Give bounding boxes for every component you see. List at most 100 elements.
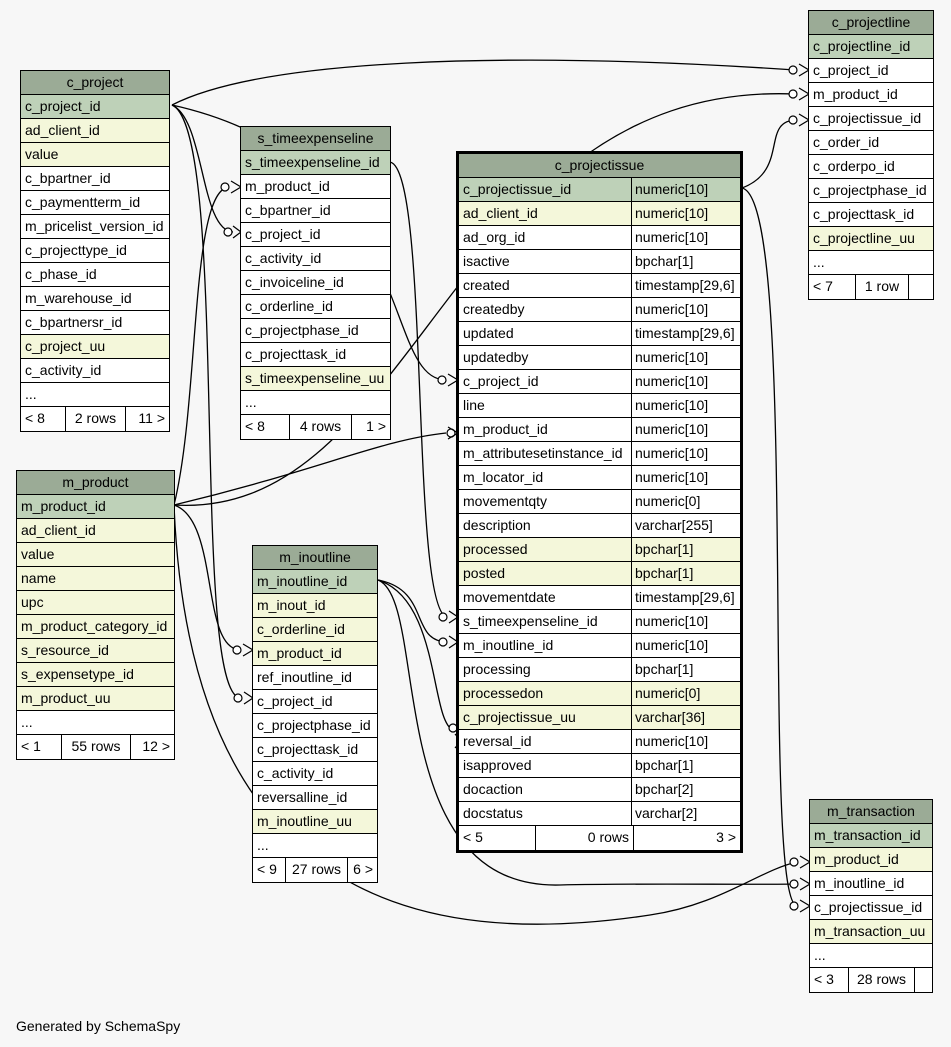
column-row[interactable]: c_activity_id: [241, 247, 390, 271]
column-row[interactable]: c_order_id: [809, 131, 933, 155]
column-row[interactable]: c_projecttype_id: [21, 239, 169, 263]
column-row[interactable]: value: [17, 543, 174, 567]
column-row[interactable]: ...: [253, 834, 377, 858]
column-row[interactable]: c_projectphase_id: [253, 714, 377, 738]
column-row[interactable]: m_product_id: [810, 848, 932, 872]
column-row[interactable]: m_inoutline_id: [810, 872, 932, 896]
parents-count[interactable]: < 8: [245, 418, 265, 434]
children-count[interactable]: 3 >: [633, 826, 740, 850]
children-count[interactable]: 11 >: [125, 407, 169, 431]
column-row[interactable]: c_orderline_id: [253, 618, 377, 642]
column-row[interactable]: ...: [810, 944, 932, 968]
column-row[interactable]: m_inoutline_id: [253, 570, 377, 594]
children-count[interactable]: 12 >: [130, 735, 174, 759]
column-row[interactable]: s_resource_id: [17, 639, 174, 663]
parents-count[interactable]: < 3: [814, 971, 834, 987]
column-row[interactable]: c_projecttask_id: [241, 343, 390, 367]
children-count[interactable]: [914, 968, 932, 992]
column-row[interactable]: c_bpartner_id: [241, 199, 390, 223]
column-row[interactable]: m_inoutline_uu: [253, 810, 377, 834]
column-row[interactable]: ...: [21, 383, 169, 407]
column-row[interactable]: ref_inoutline_id: [253, 666, 377, 690]
column-row[interactable]: upc: [17, 591, 174, 615]
column-row[interactable]: m_product_category_id: [17, 615, 174, 639]
parents-count[interactable]: < 1: [21, 738, 41, 754]
column-row[interactable]: ad_client_id: [21, 119, 169, 143]
column-row[interactable]: c_projectissue_id: [809, 107, 933, 131]
column-row[interactable]: c_project_id: [21, 95, 169, 119]
column-row[interactable]: c_phase_id: [21, 263, 169, 287]
parents-count[interactable]: < 5: [463, 829, 483, 845]
column-row[interactable]: name: [17, 567, 174, 591]
column-row[interactable]: c_project_id: [253, 690, 377, 714]
column-row[interactable]: c_invoiceline_id: [241, 271, 390, 295]
children-count[interactable]: 1 >: [351, 415, 390, 439]
column-row[interactable]: s_expensetype_id: [17, 663, 174, 687]
column-row[interactable]: m_product_id: [241, 175, 390, 199]
column-row[interactable]: c_projectphase_id: [809, 179, 933, 203]
column-row[interactable]: c_projectline_uu: [809, 227, 933, 251]
column-row[interactable]: m_product_id: [17, 495, 174, 519]
parents-count[interactable]: < 8: [25, 410, 45, 426]
parents-count[interactable]: < 7: [813, 278, 833, 294]
parents-count[interactable]: < 9: [257, 861, 277, 877]
column-row[interactable]: c_paymentterm_id: [21, 191, 169, 215]
column-row[interactable]: s_timeexpenseline_id: [241, 151, 390, 175]
column-row[interactable]: ...: [809, 251, 933, 275]
column-row[interactable]: m_product_uu: [17, 687, 174, 711]
column-row[interactable]: c_bpartnersr_id: [21, 311, 169, 335]
column-row[interactable]: c_bpartner_id: [21, 167, 169, 191]
column-row[interactable]: c_project_id: [809, 59, 933, 83]
column-row[interactable]: ...: [17, 711, 174, 735]
column-row[interactable]: s_timeexpenseline_uu: [241, 367, 390, 391]
column-row[interactable]: c_projecttask_id: [809, 203, 933, 227]
column-row[interactable]: m_transaction_uu: [810, 920, 932, 944]
column-row[interactable]: m_product_id: [809, 83, 933, 107]
column-row[interactable]: c_activity_id: [21, 359, 169, 383]
column-row[interactable]: c_orderpo_id: [809, 155, 933, 179]
column-row[interactable]: c_projectissue_id: [810, 896, 932, 920]
column-row[interactable]: c_projectphase_id: [241, 319, 390, 343]
column-row[interactable]: m_inout_id: [253, 594, 377, 618]
column-row[interactable]: c_project_id: [241, 223, 390, 247]
column-row[interactable]: m_transaction_id: [810, 824, 932, 848]
column-row[interactable]: ad_client_id: [17, 519, 174, 543]
column-row[interactable]: c_projecttask_id: [253, 738, 377, 762]
children-count[interactable]: [908, 275, 933, 299]
column-row[interactable]: reversalline_id: [253, 786, 377, 810]
column-row[interactable]: c_orderline_id: [241, 295, 390, 319]
column-row[interactable]: ...: [241, 391, 390, 415]
